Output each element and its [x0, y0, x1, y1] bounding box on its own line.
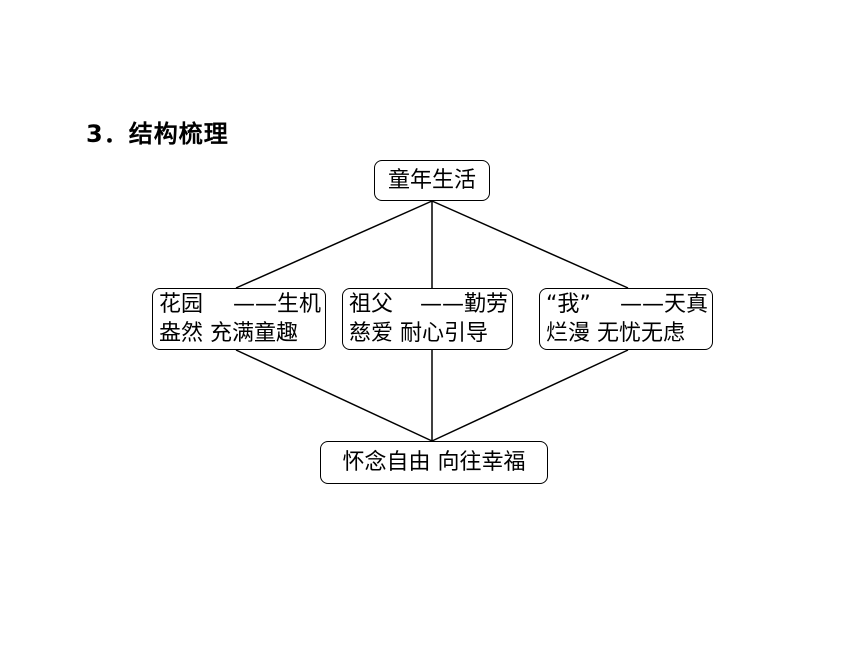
node-grandfather-subject: 祖父 — [349, 292, 394, 317]
node-me-detail: 烂漫 无忧无虑 — [546, 321, 685, 346]
node-grandfather-trait: ——勤劳 — [419, 292, 508, 317]
node-garden: 花园 ——生机 盎然 充满童趣 — [152, 288, 326, 350]
node-me-subject: “我” — [546, 292, 591, 317]
node-grandfather-detail: 慈爱 耐心引导 — [349, 321, 488, 346]
node-garden-trait: ——生机 — [232, 292, 321, 317]
node-grandfather: 祖父 ——勤劳 慈爱 耐心引导 — [342, 288, 513, 350]
node-longing-freedom: 怀念自由 向往幸福 — [320, 441, 548, 484]
node-childhood-life-label: 童年生活 — [387, 168, 476, 193]
node-me: “我” ——天真 烂漫 无忧无虑 — [539, 288, 713, 350]
node-longing-freedom-label: 怀念自由 向往幸福 — [342, 450, 526, 475]
connector-left-bottom — [235, 349, 433, 442]
connector-right-bottom — [431, 349, 629, 442]
connector-top-left — [235, 200, 433, 289]
node-garden-subject: 花园 — [159, 292, 204, 317]
node-garden-detail: 盎然 充满童趣 — [159, 321, 298, 346]
node-me-trait: ——天真 — [619, 292, 708, 317]
node-childhood-life: 童年生活 — [374, 160, 490, 201]
section-heading: 3．结构梳理 — [86, 120, 229, 148]
connector-top-right — [431, 200, 629, 289]
